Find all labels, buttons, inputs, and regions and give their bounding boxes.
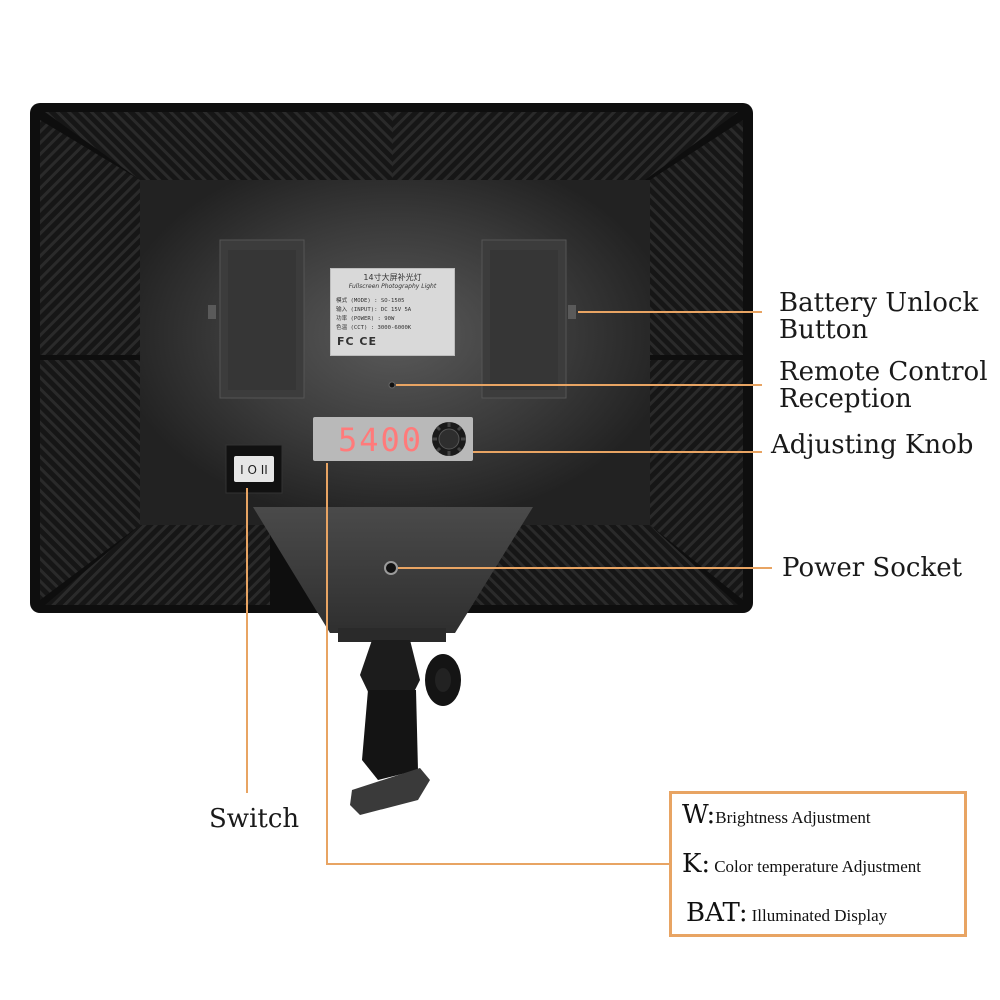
knob-icon[interactable]	[429, 419, 469, 459]
power-socket-icon	[384, 561, 398, 575]
legend-key-k: K:	[682, 849, 711, 879]
rib-right-lower	[650, 360, 743, 600]
rocker-switch-icon	[234, 456, 274, 482]
callout-remote-control: Remote Control Reception	[779, 359, 988, 413]
ir-receiver-icon	[388, 381, 396, 389]
rib-left-upper	[40, 120, 140, 355]
leader-lines	[246, 311, 772, 865]
legend-item-w: W:Brightness Adjustment	[682, 800, 871, 830]
legend-key-w: W:	[682, 800, 716, 830]
callout-remote-line2: Reception	[779, 384, 912, 414]
legend-value-bat: Illuminated Display	[751, 906, 888, 925]
rib-left-lower	[40, 360, 140, 600]
callout-switch: Switch	[209, 804, 300, 834]
spec-line-power: 功率 (POWER) : 90W	[336, 316, 395, 322]
spec-label-title: 14寸大屏补光灯	[363, 273, 422, 282]
legend-value-w: Brightness Adjustment	[715, 808, 871, 827]
callout-power-socket: Power Socket	[782, 553, 963, 583]
mount-bracket-icon	[350, 640, 461, 815]
legend-key-bat: BAT:	[686, 898, 748, 928]
spec-line-input: 输入 (INPUT): DC 15V 5A	[336, 307, 412, 313]
legend-item-bat: BAT: Illuminated Display	[686, 898, 887, 928]
spec-label: 14寸大屏补光灯 Fullscreen Photography Light 模式…	[330, 268, 455, 356]
led-display: 5400	[313, 417, 473, 461]
spec-line-cct: 色温 (CCT) : 3000-6000K	[336, 325, 412, 331]
legend-item-k: K: Color temperature Adjustment	[682, 849, 921, 879]
rib-top-left	[45, 112, 392, 180]
rib-bottom-right	[455, 525, 738, 605]
legend-box: W:Brightness Adjustment K: Color tempera…	[669, 791, 967, 937]
callout-battery-unlock: Battery Unlock Button	[779, 290, 978, 344]
rib-bottom-left	[45, 525, 270, 605]
callout-battery-unlock-line2: Button	[779, 315, 869, 345]
display-value: 5400	[338, 421, 424, 459]
callout-battery-unlock-line1: Battery Unlock	[779, 288, 979, 318]
battery-unlock-button-left	[208, 305, 216, 319]
spec-label-subtitle: Fullscreen Photography Light	[348, 283, 437, 290]
callout-remote-line1: Remote Control	[779, 357, 988, 387]
rib-top-right	[392, 112, 738, 180]
legend-value-k: Color temperature Adjustment	[714, 857, 921, 876]
cert-marks: FC CE	[337, 335, 378, 348]
rib-right-upper	[650, 120, 743, 355]
spec-line-mode: 模式 (MODE) : SO-1505	[336, 298, 405, 304]
svg-text:I O II: I O II	[240, 463, 268, 477]
battery-unlock-button-right	[568, 305, 576, 319]
callout-adjusting-knob: Adjusting Knob	[771, 430, 974, 460]
